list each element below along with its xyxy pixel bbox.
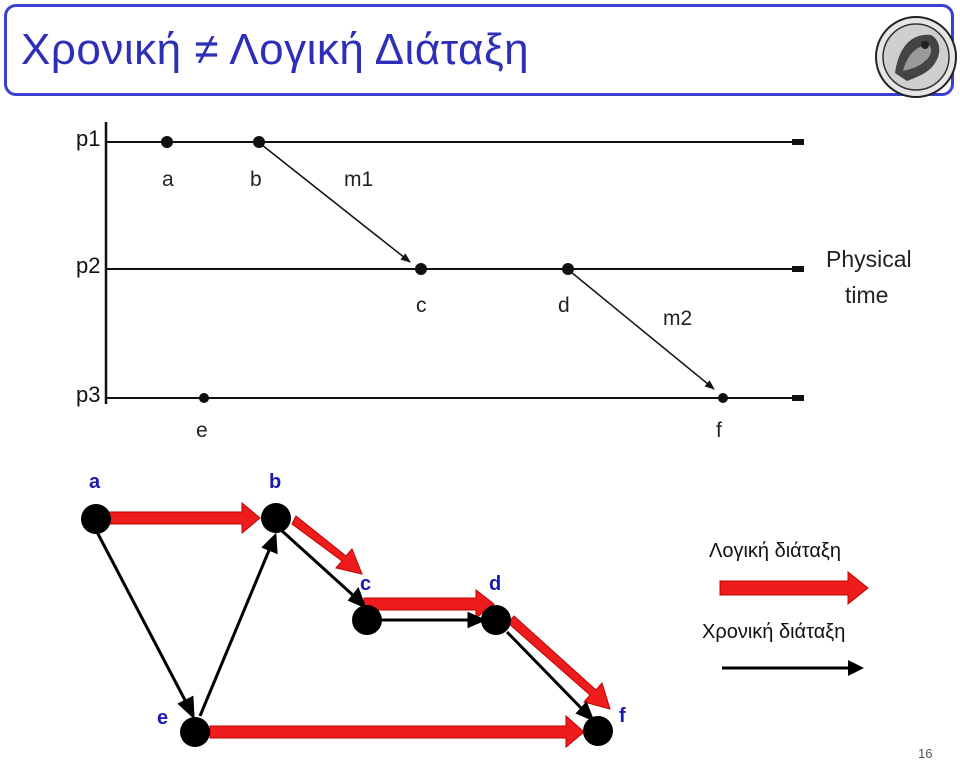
node-label-e: e: [157, 707, 168, 729]
node-c: [352, 605, 382, 635]
legend: Λογική διάταξη Χρονική διάταξη: [702, 540, 869, 676]
logical-edge-c-d: [363, 588, 495, 620]
university-seal-icon: [873, 15, 959, 99]
temporal-edge-d-f: [505, 630, 585, 712]
ordering-graph: a b c d e f: [81, 471, 626, 749]
temporal-edge-b-c: [279, 528, 357, 599]
node-b: [261, 503, 291, 533]
node-label-f: f: [619, 705, 626, 727]
node-label-b: b: [269, 471, 281, 493]
temporal-edges: [95, 528, 595, 722]
node-d: [481, 605, 511, 635]
message-label-m2: m2: [663, 307, 692, 330]
message-arrow-m2: [570, 271, 715, 390]
physical-time-label-line2: time: [845, 282, 888, 308]
node-label-a: a: [89, 471, 101, 493]
title-box: Χρονική ≠ Λογική Διάταξη: [4, 4, 957, 98]
event-dot-e: [199, 393, 209, 403]
event-label-b: b: [250, 168, 262, 191]
timeline-diagram: p1 p2 p3 a b c d e f m1 m2 Physical time: [76, 122, 912, 442]
event-dot-f: [718, 393, 728, 403]
process-label-p1: p1: [76, 126, 100, 151]
physical-time-label-line1: Physical: [826, 246, 912, 272]
process-label-p2: p2: [76, 253, 100, 278]
event-label-f: f: [716, 419, 722, 442]
event-dot-c: [415, 263, 427, 275]
logical-edge-b-c: [291, 515, 363, 575]
slide-number: 16: [918, 746, 933, 761]
message-label-m1: m1: [344, 168, 373, 191]
node-e: [180, 717, 210, 747]
node-label-d: d: [489, 573, 501, 595]
event-label-c: c: [416, 294, 427, 317]
legend-logical-arrow: [719, 570, 869, 606]
node-f: [583, 716, 613, 746]
event-label-d: d: [558, 294, 570, 317]
legend-temporal-label: Χρονική διάταξη: [702, 621, 845, 643]
message-arrow-m1: [261, 144, 411, 263]
logical-edge-d-f: [507, 615, 611, 710]
legend-logical-label: Λογική διάταξη: [709, 540, 841, 562]
process-label-p3: p3: [76, 382, 100, 407]
logical-edge-a-b: [107, 501, 261, 535]
node-a: [81, 504, 111, 534]
logical-edge-e-f: [209, 714, 585, 749]
event-dot-a: [161, 136, 173, 148]
event-label-e: e: [196, 419, 208, 442]
temporal-edge-e-b: [198, 547, 272, 717]
node-label-c: c: [360, 573, 371, 595]
page-title: Χρονική ≠ Λογική Διάταξη: [21, 25, 530, 74]
event-label-a: a: [162, 168, 174, 191]
temporal-edge-a-e: [95, 531, 189, 705]
logical-edges: [107, 501, 611, 749]
